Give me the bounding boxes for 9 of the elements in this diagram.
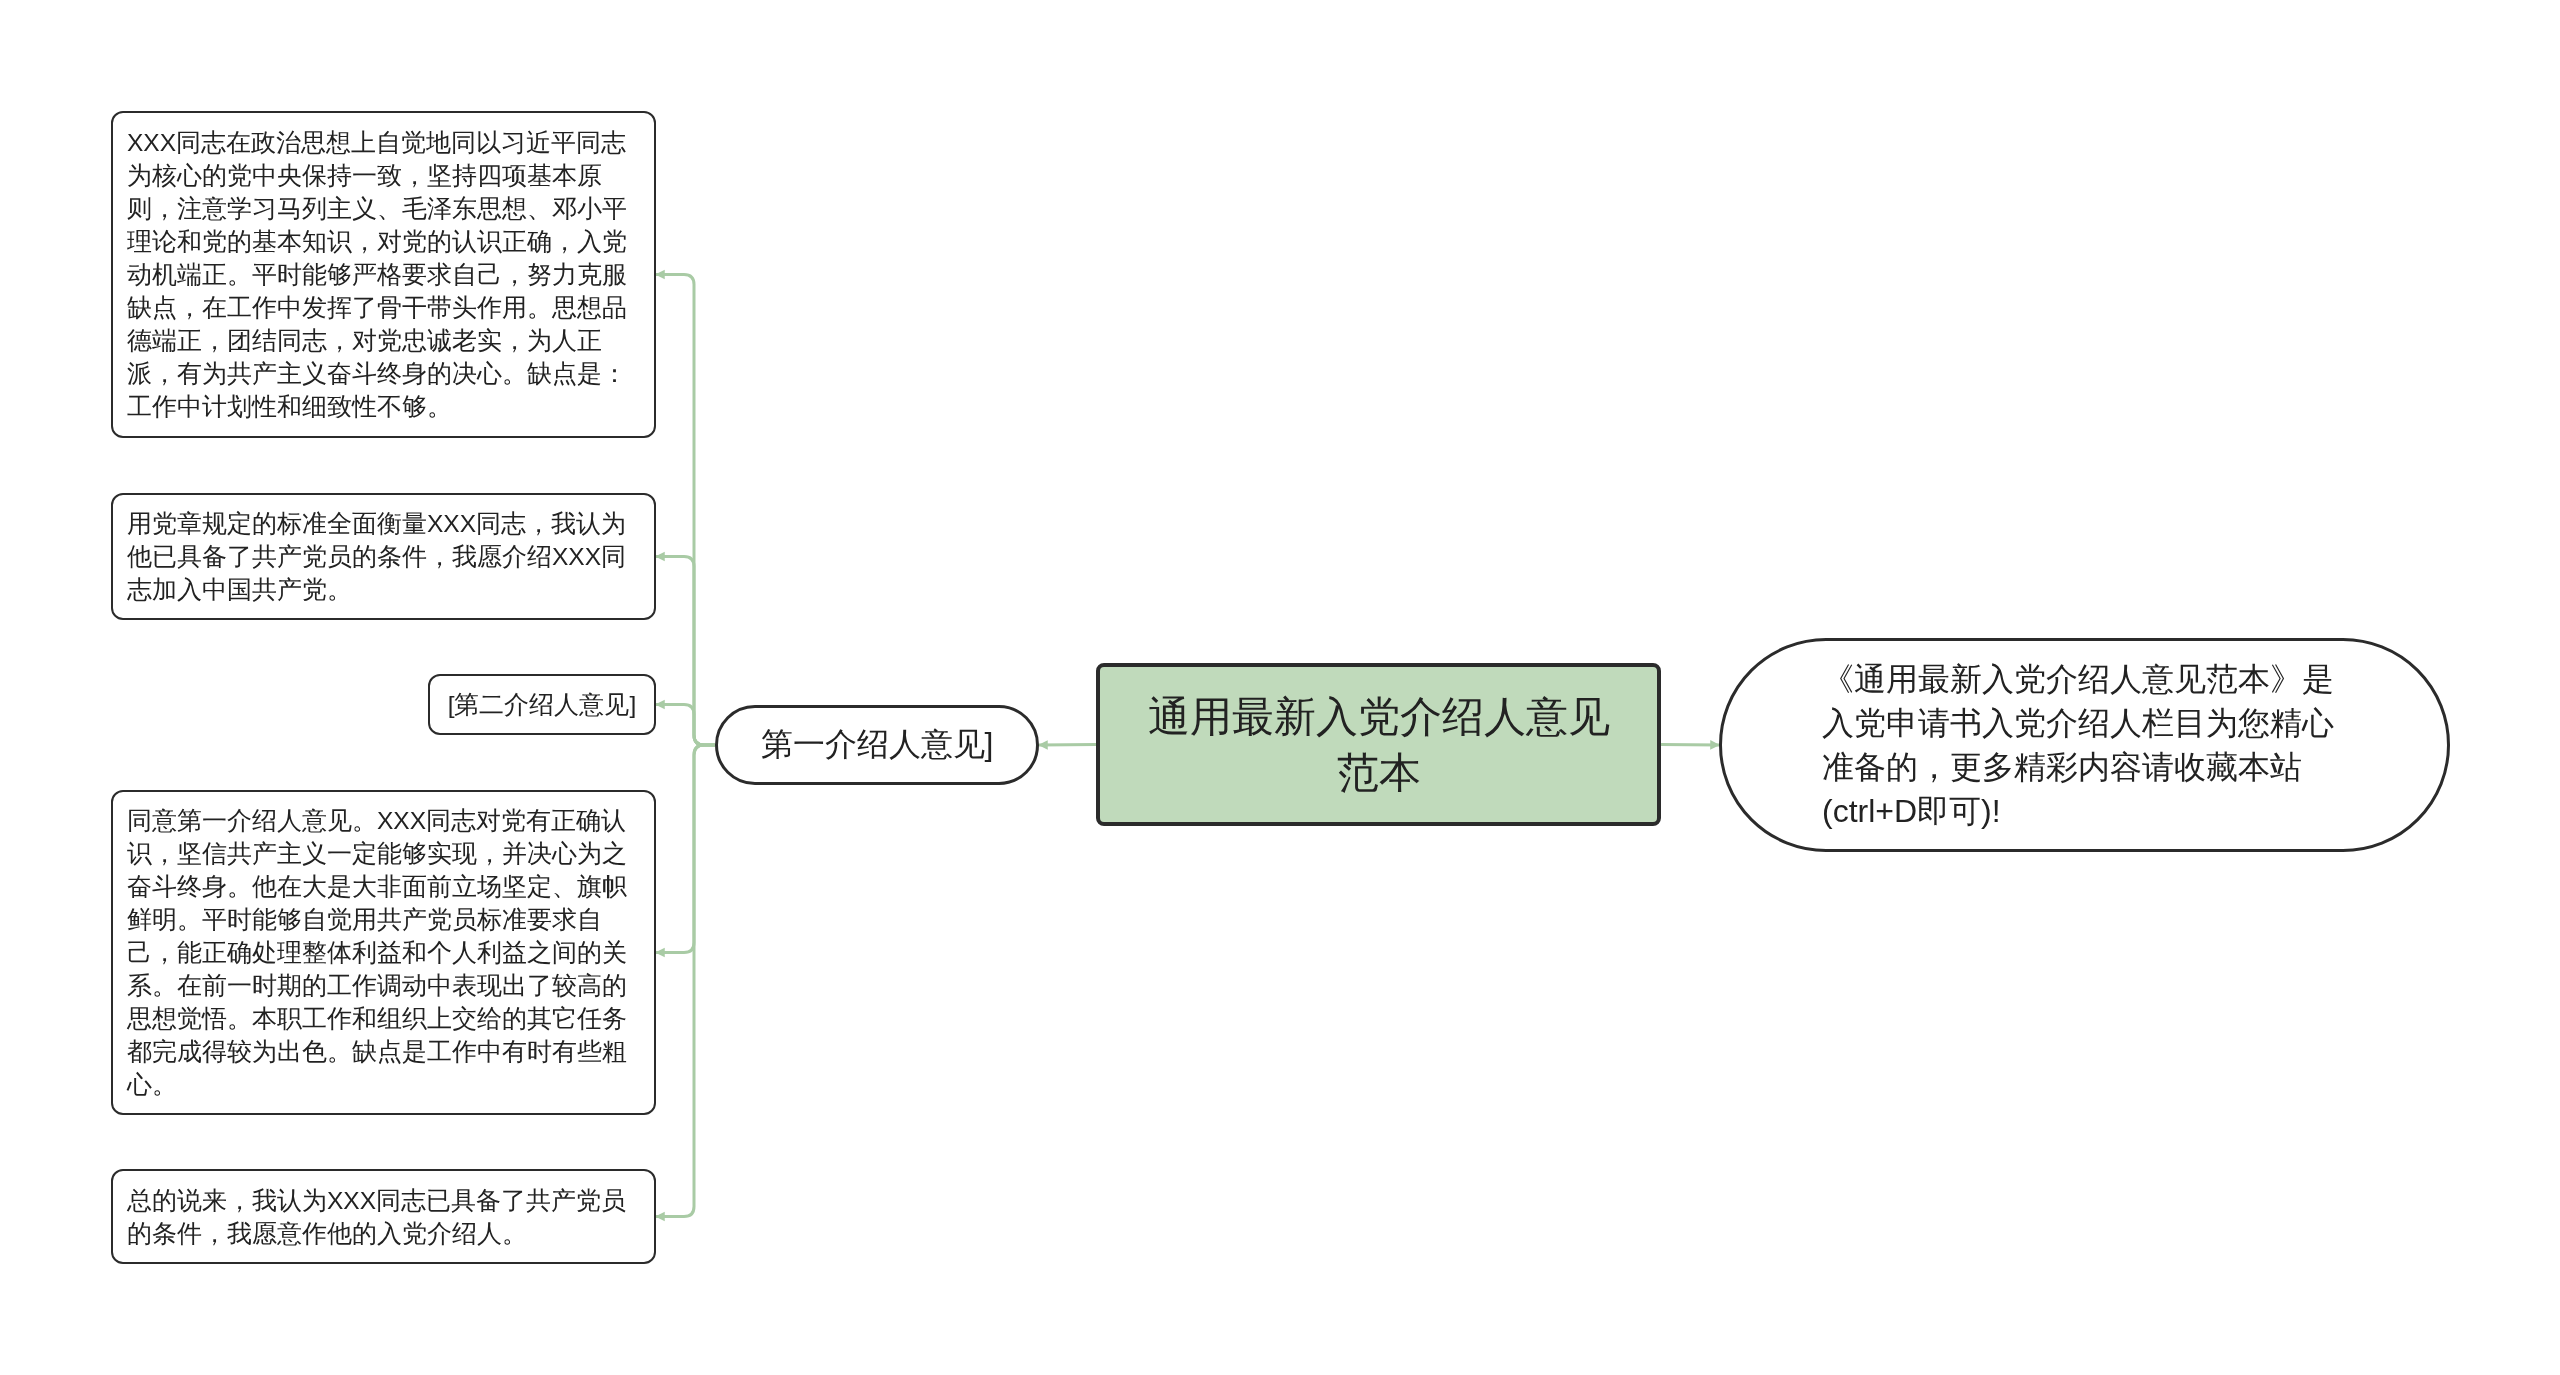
connector-arrow bbox=[1038, 740, 1096, 750]
text-box: [第二介绍人意见] bbox=[428, 674, 656, 735]
text-box: 总的说来，我认为XXX同志已具备了共产党员的条件，我愿意作他的入党介绍人。 bbox=[111, 1169, 656, 1264]
branch-pill: 第一介绍人意见] bbox=[715, 705, 1039, 785]
connector-arrow bbox=[1661, 740, 1720, 750]
text-box: 同意第一介绍人意见。XXX同志对党有正确认识，坚信共产主义一定能够实现，并决心为之奋斗终身。他在大是大非面前立场坚定、旗帜鲜明。平时能够自觉用共产党员标准要求自己，能正确处理整体利益和个人利益之间的关系。在前一时期的工作调动中表现出了较高的思想觉悟。本职工作和组织上交给的其它任务都完成得较为出色。缺点是工作中有时有些粗心。 bbox=[111, 790, 656, 1115]
text-box: XXX同志在政治思想上自觉地同以习近平同志为核心的党中央保持一致，坚持四项基本原则，注意学习马列主义、毛泽东思想、邓小平理论和党的基本知识，对党的认识正确，入党动机端正。平时能够严格要求自己，努力克服缺点，在工作中发挥了骨干带头作用。思想品德端正，团结同志，对党忠诚老实，为人正派，有为共产主义奋斗终身的决心。缺点是：工作中计划性和细致性不够。 bbox=[111, 111, 656, 438]
topic-box: 通用最新入党介绍人意见范本 bbox=[1096, 663, 1661, 826]
text-box: 用党章规定的标准全面衡量XXX同志，我认为他已具备了共产党员的条件，我愿介绍XXX同志加入中国共产党。 bbox=[111, 493, 656, 620]
